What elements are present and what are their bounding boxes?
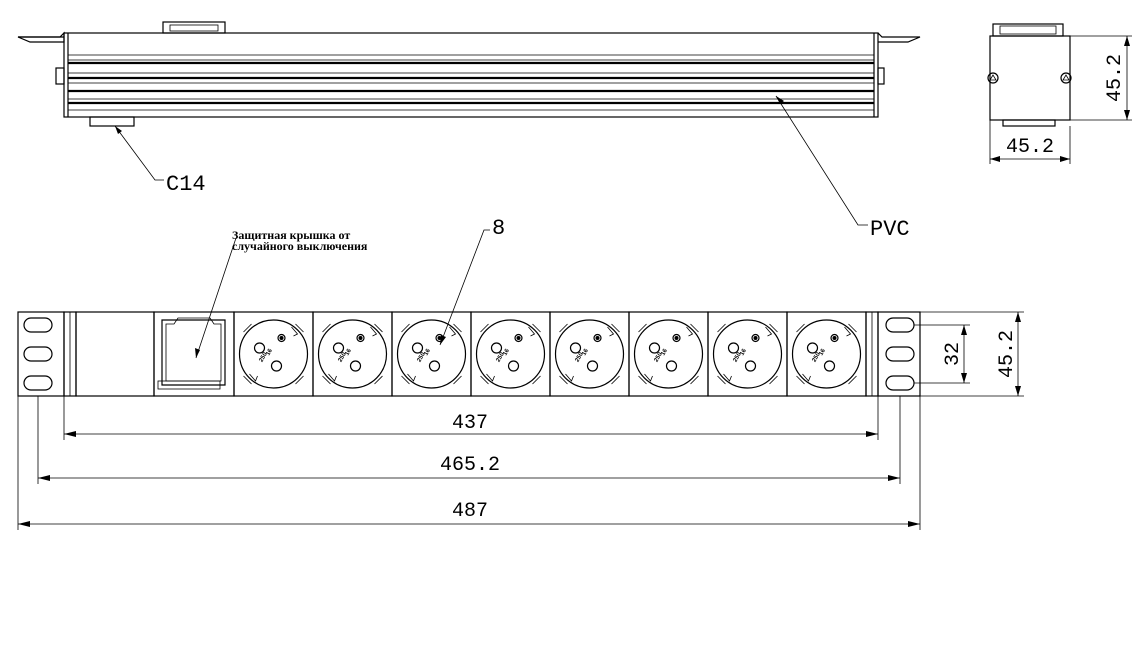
socket-rating-volts: 250 [259, 351, 270, 363]
socket-pin-hole [744, 360, 757, 372]
socket-rating-volts: 250 [654, 351, 665, 363]
socket-pin-hole [270, 360, 283, 372]
c14-inlet [89, 116, 135, 127]
end-view-screw-right [1060, 72, 1072, 84]
socket-rating-amps: 16 [581, 348, 590, 357]
mount-width-dim: 465.2 [440, 454, 500, 477]
front-height-dim: 45.2 [996, 330, 1019, 378]
socket-rating-volts: 250 [733, 351, 744, 363]
socket-pin-hole [648, 342, 661, 354]
socket-rating-amps: 16 [502, 348, 511, 357]
socket-rating-amps: 16 [660, 348, 669, 357]
pvc-label: PVC [870, 217, 910, 242]
top-view-body [63, 32, 879, 118]
socket-rating-volts: 250 [496, 351, 507, 363]
socket-rating-amps: 16 [739, 348, 748, 357]
socket-pin-hole [569, 342, 582, 354]
end-view-screw-left [987, 72, 999, 84]
socket-pin-hole [806, 342, 819, 354]
switch-protective-cover [161, 319, 226, 386]
socket-pin-hole [490, 342, 503, 354]
right-mount-ear [877, 311, 921, 397]
end-view: 45.2 45.2 [987, 23, 1132, 164]
socket-rating-amps: 16 [265, 348, 274, 357]
end-view-height-dim: 45.2 [1104, 54, 1127, 102]
cover-note-line2: случайного выключения [232, 239, 368, 253]
cover-note-line1: Защитная крышка от [232, 228, 350, 242]
top-view: C14 PVC [17, 21, 921, 242]
socket-pin-hole [253, 342, 266, 354]
overall-width-dim: 487 [452, 500, 488, 523]
c14-label: C14 [166, 172, 206, 197]
mount-spacing-dim: 32 [942, 342, 965, 366]
socket-pin-hole [332, 342, 345, 354]
socket-rating-amps: 16 [818, 348, 827, 357]
socket-pin-hole [727, 342, 740, 354]
blank-module [75, 311, 155, 397]
socket-rating-volts: 250 [338, 351, 349, 363]
socket-pin-hole [586, 360, 599, 372]
socket-rating-volts: 250 [417, 351, 428, 363]
socket-pin-hole [428, 360, 441, 372]
socket-pin-hole [349, 360, 362, 372]
top-view-right-flange [877, 32, 921, 43]
socket-rating-volts: 250 [575, 351, 586, 363]
socket-pin-hole [507, 360, 520, 372]
socket-rating-amps: 16 [344, 348, 353, 357]
extrusion-ribs [68, 54, 874, 111]
outlet-count-label: 8 [492, 216, 505, 241]
socket-rating-volts: 250 [812, 351, 823, 363]
socket-rating-amps: 16 [423, 348, 432, 357]
end-view-body [989, 35, 1071, 121]
end-view-width-dim: 45.2 [1006, 136, 1054, 159]
socket-pin-hole [411, 342, 424, 354]
left-mount-ear [17, 311, 65, 397]
body-width-dim: 437 [452, 412, 488, 435]
socket-pin-hole [665, 360, 678, 372]
socket-pin-hole [823, 360, 836, 372]
